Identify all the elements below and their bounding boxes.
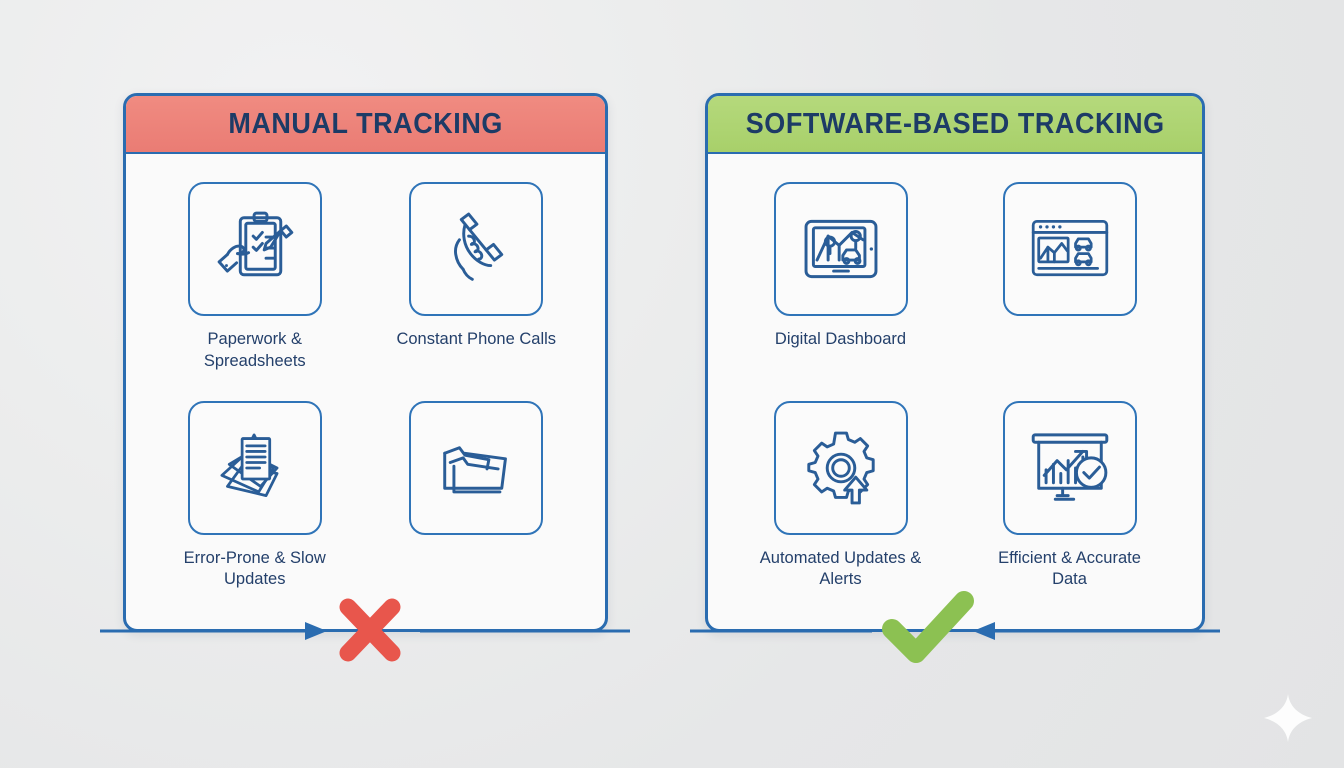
check-icon bbox=[882, 591, 974, 663]
chart-check-icon bbox=[1002, 400, 1137, 535]
cross-icon bbox=[339, 598, 401, 662]
gear-arrow-icon bbox=[773, 400, 908, 535]
open-folder-icon bbox=[409, 400, 544, 535]
feature-label: Digital Dashboard bbox=[774, 330, 907, 348]
tablet-map-icon bbox=[773, 182, 908, 316]
feature-label: Efficient & Accurate Data bbox=[998, 548, 1141, 589]
feature-item: Digital Dashboard bbox=[726, 182, 955, 401]
scattered-papers-icon bbox=[187, 400, 322, 535]
panel-software-tracking: SOFTWARE-BASED TRACKING bbox=[705, 93, 1205, 632]
feature-item: Constant Phone Calls bbox=[366, 182, 588, 401]
feature-item: Error-Prone & Slow Updates bbox=[144, 400, 366, 620]
feature-item bbox=[366, 400, 588, 620]
feature-label: Constant Phone Calls bbox=[396, 330, 557, 348]
feature-item: Automated Updates & Alerts bbox=[726, 400, 955, 620]
feature-item bbox=[955, 182, 1184, 401]
feature-label: Automated Updates & Alerts bbox=[759, 548, 922, 589]
feature-label: Paperwork & Spreadsheets bbox=[203, 330, 306, 370]
panel-header-software: SOFTWARE-BASED TRACKING bbox=[708, 96, 1202, 154]
icon-grid-software: Digital Dashboard bbox=[708, 154, 1202, 629]
verdict-software-approved bbox=[690, 585, 1220, 675]
icon-grid-manual: Paperwork & Spreadsheets bbox=[126, 154, 605, 629]
feature-item: Efficient & Accurate Data bbox=[955, 400, 1184, 620]
sparkle-icon bbox=[1264, 694, 1312, 742]
feature-label: Error-Prone & Slow Updates bbox=[183, 548, 326, 589]
clipboard-hand-icon bbox=[187, 182, 322, 316]
browser-fleet-icon bbox=[1002, 182, 1137, 316]
phone-hand-icon bbox=[409, 182, 544, 316]
panel-header-manual: MANUAL TRACKING bbox=[126, 96, 605, 154]
verdict-manual-rejected bbox=[100, 585, 630, 675]
feature-item: Paperwork & Spreadsheets bbox=[144, 182, 366, 401]
panel-title-manual: MANUAL TRACKING bbox=[228, 107, 503, 140]
panel-manual-tracking: MANUAL TRACKING bbox=[123, 93, 608, 632]
panel-title-software: SOFTWARE-BASED TRACKING bbox=[745, 107, 1165, 140]
